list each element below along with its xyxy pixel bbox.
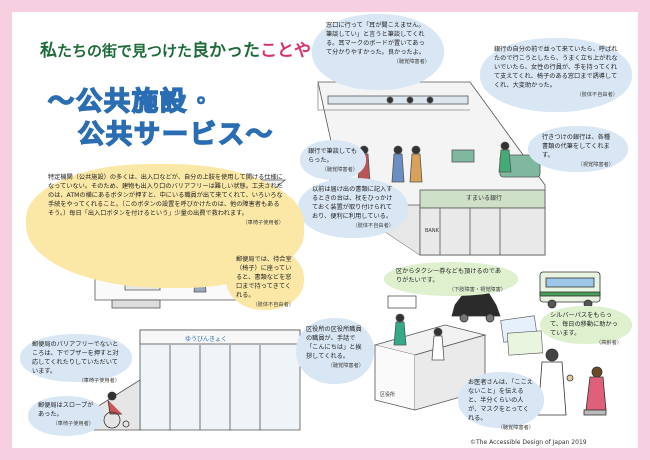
testimonial-credit: （車椅子使用者） xyxy=(78,377,120,384)
ward-office-sign: 区役所 xyxy=(380,391,395,398)
wheelchair-user-illustration xyxy=(103,391,130,429)
testimonial-credit: （車椅子使用者） xyxy=(242,219,284,226)
bank-sign: すまいる銀行 xyxy=(466,194,502,202)
testimonial-bubble: シルバーパスをもらって、毎日の移動に助かっています。 （高齢者） xyxy=(540,306,632,346)
poster-title: 私たちの街で見つけた良かったことやモノ xyxy=(40,36,345,61)
testimonial-text: 郵便局はスロープがあった。 xyxy=(38,402,94,418)
doctor-patient-illustration xyxy=(537,348,607,416)
testimonial-text: 区からタクシー券なども頂けるのでありがたいです。 xyxy=(396,268,502,284)
bank-counter-sign: BANK xyxy=(425,228,440,234)
testimonial-text: 区役所の区役所職員の職員が、手話で「こんにちは」と挨拶してくれる。 xyxy=(306,326,362,360)
testimonial-credit: （肢体不自由者） xyxy=(352,222,394,229)
bus-illustration xyxy=(539,271,601,309)
testimonial-text: 特定機関（公共施設）の多くは、出入口などが、自分の上肢を使用して開ける仕様になっ… xyxy=(48,174,283,217)
testimonial-credit: （車椅子使用者） xyxy=(52,420,94,427)
testimonial-text: 銀行で筆談してもらった。 xyxy=(308,148,358,164)
testimonial-bubble: 窓口に行って「耳が聞こえません。筆談してい」と言うと筆談してくれる。耳マークのボ… xyxy=(312,14,444,90)
testimonial-bubble: 以前は届け出の書類に記入するときの台は、杖をひっかけておく装置が取り付けられてお… xyxy=(298,178,408,238)
testimonial-credit: （聴覚障害者） xyxy=(393,58,430,65)
testimonial-credit: （聴覚障害者） xyxy=(321,166,358,173)
post-office-entrance xyxy=(58,329,301,431)
testimonial-bubble: 銀行で筆談してもらった。 （聴覚障害者） xyxy=(300,140,366,180)
testimonial-bubble: 郵便局では、待合室（椅子）に座っていると、書類などを窓口まで持ってきてくれる。 … xyxy=(226,248,304,310)
title-part-2: たちの街で見つけた xyxy=(57,42,193,60)
testimonial-text: お医者さんは、「ここえないこと」を伝えると、半分くらいの人が、マスクをとってくれ… xyxy=(468,379,533,422)
testimonial-credit: （肢体不自由者） xyxy=(252,301,294,308)
testimonial-bubble: お医者さんは、「ここえないこと」を伝えると、半分くらいの人が、マスクをとってくれ… xyxy=(458,372,544,431)
testimonial-text: 銀行の自分の前で並って来ていたら、呼ばれたので行こうとしたら、うまく立ち上がれな… xyxy=(494,46,618,89)
testimonial-credit: （下肢障害・視覚障害） xyxy=(448,286,506,293)
testimonial-text: シルバーパスをもらって、毎日の移動に助かっています。 xyxy=(550,312,618,337)
testimonial-bubble: 銀行の自分の前で並って来ていたら、呼ばれたので行こうとしたら、うまく立ち上がれな… xyxy=(480,38,632,112)
cards-illustration xyxy=(500,315,544,356)
testimonial-credit: （肢体不自由者） xyxy=(576,91,618,98)
testimonial-text: 行きつけの銀行は、各種書類の代筆をしてくれます。 xyxy=(542,134,611,159)
testimonial-bubble: 区からタクシー券なども頂けるのでありがたいです。 （下肢障害・視覚障害） xyxy=(384,262,518,296)
testimonial-credit: （聴覚障害者） xyxy=(497,424,534,431)
testimonial-credit: （聴覚障害者） xyxy=(327,362,364,369)
copyright-notice: ©The Accessible Design of Japan 2019 xyxy=(470,439,587,446)
title-part-1: 私 xyxy=(40,41,57,61)
testimonial-text: 郵便局では、待合室（椅子）に座っていると、書類などを窓口まで持ってきてくれる。 xyxy=(236,256,292,299)
testimonial-credit: （高齢者） xyxy=(596,339,622,346)
testimonial-text: 窓口に行って「耳が聞こえません。筆談してい」と言うと筆談してくれる。耳マークのボ… xyxy=(326,22,425,56)
title-part-3: 良かった xyxy=(192,41,261,61)
testimonial-text: 郵便局のバリアフリーでないところは、下でブザーを押すと対応してくれたりしていただ… xyxy=(32,341,119,375)
testimonial-bubble: 郵便局はスロープがあった。 （車椅子使用者） xyxy=(28,396,104,436)
heading-line-1: ～公共施設・ xyxy=(47,86,217,118)
testimonial-text: 以前は届け出の書類に記入するときの台は、杖をひっかけておく装置が取り付けられてお… xyxy=(312,186,393,220)
heading-line-2: 公共サービス～ xyxy=(77,119,275,151)
testimonial-credit: （視覚障害者） xyxy=(577,161,614,168)
section-heading: ～公共施設・ 公共サービス～ xyxy=(47,86,275,151)
post-office-sign: ゆうびんきょく xyxy=(185,335,227,343)
testimonial-bubble: 郵便局のバリアフリーでないところは、下でブザーを押すと対応してくれたりしていただ… xyxy=(20,334,132,384)
testimonial-bubble: 行きつけの銀行は、各種書類の代筆をしてくれます。 （視覚障害者） xyxy=(528,126,628,172)
testimonial-bubble: 区役所の区役所職員の職員が、手話で「こんにちは」と挨拶してくれる。 （聴覚障害者… xyxy=(296,318,374,384)
